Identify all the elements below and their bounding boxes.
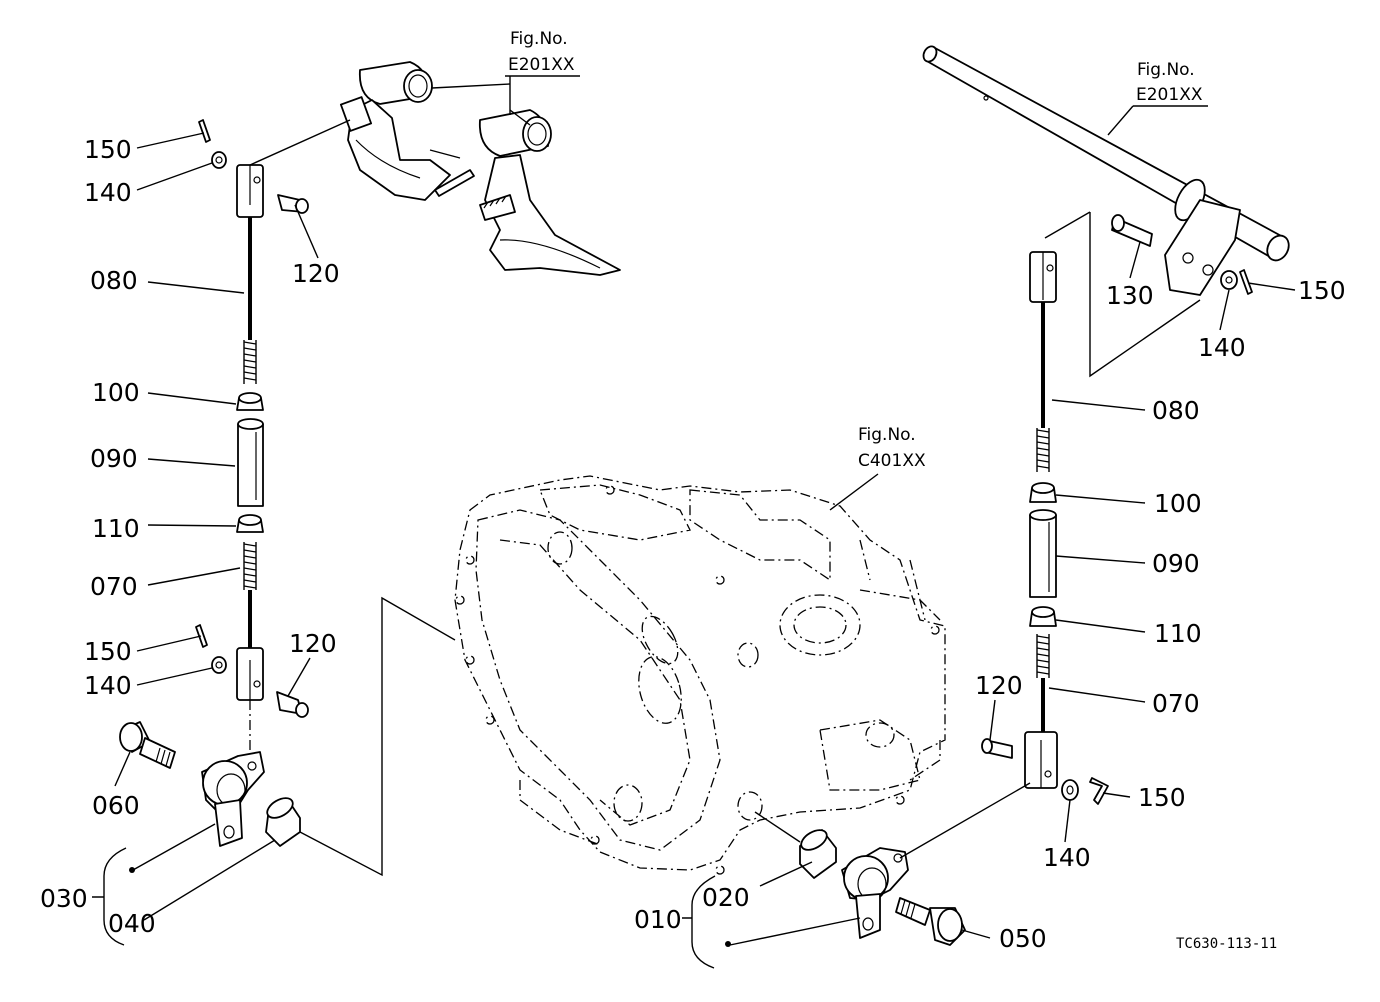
right-lever-assembly — [799, 829, 966, 946]
fig-ref-right-line2: E201XX — [1136, 85, 1203, 105]
label-060: 060 — [92, 791, 140, 820]
label-100-left: 100 — [92, 378, 140, 407]
label-120-top-left: 120 — [292, 259, 340, 288]
shaft-assembly — [922, 45, 1290, 378]
label-080-right: 080 — [1152, 396, 1200, 425]
label-090-left: 090 — [90, 444, 138, 473]
left-rod-assembly — [195, 119, 309, 752]
label-140-mid-left: 140 — [84, 671, 132, 700]
fig-ref-left: Fig.No. E201XX — [431, 29, 580, 126]
label-090-right: 090 — [1152, 549, 1200, 578]
label-070-left: 070 — [90, 572, 138, 601]
label-110-right: 110 — [1154, 619, 1202, 648]
label-120-right: 120 — [975, 671, 1023, 700]
label-010: 010 — [634, 905, 682, 934]
left-lever-assembly — [119, 721, 301, 847]
fig-ref-housing: Fig.No. C401XX — [829, 425, 926, 511]
transmission-housing — [454, 475, 946, 875]
label-040: 040 — [108, 909, 156, 938]
fig-ref-left-line2: E201XX — [508, 55, 575, 75]
label-150-bottom-right: 150 — [1138, 783, 1186, 812]
label-120-mid-left: 120 — [289, 629, 337, 658]
label-130: 130 — [1106, 281, 1154, 310]
leader-lines — [92, 119, 1296, 969]
label-150-mid-left: 150 — [84, 637, 132, 666]
right-rod-assembly — [981, 251, 1109, 805]
label-080-left: 080 — [90, 266, 138, 295]
label-050: 050 — [999, 924, 1047, 953]
label-030: 030 — [40, 884, 88, 913]
label-100-right: 100 — [1154, 489, 1202, 518]
bullet-030 — [129, 867, 135, 873]
label-150-top-left: 150 — [84, 135, 132, 164]
label-150-top-right: 150 — [1298, 276, 1346, 305]
label-140-top-left: 140 — [84, 178, 132, 207]
bullet-010 — [725, 941, 731, 947]
fig-ref-housing-line2: C401XX — [858, 451, 926, 471]
fig-ref-right: Fig.No. E201XX — [1107, 60, 1208, 136]
drawing-code: TC630-113-11 — [1176, 936, 1277, 952]
fig-ref-left-line1: Fig.No. — [510, 29, 568, 49]
part-labels: 150 140 120 080 100 090 110 070 150 140 … — [40, 135, 1346, 953]
brake-pedal-assembly — [339, 61, 621, 276]
label-110-left: 110 — [92, 514, 140, 543]
fig-ref-right-line1: Fig.No. — [1137, 60, 1195, 80]
label-070-right: 070 — [1152, 689, 1200, 718]
label-020: 020 — [702, 883, 750, 912]
label-140-bottom-right: 140 — [1043, 843, 1091, 872]
label-140-top-right: 140 — [1198, 333, 1246, 362]
fig-ref-housing-line1: Fig.No. — [858, 425, 916, 445]
